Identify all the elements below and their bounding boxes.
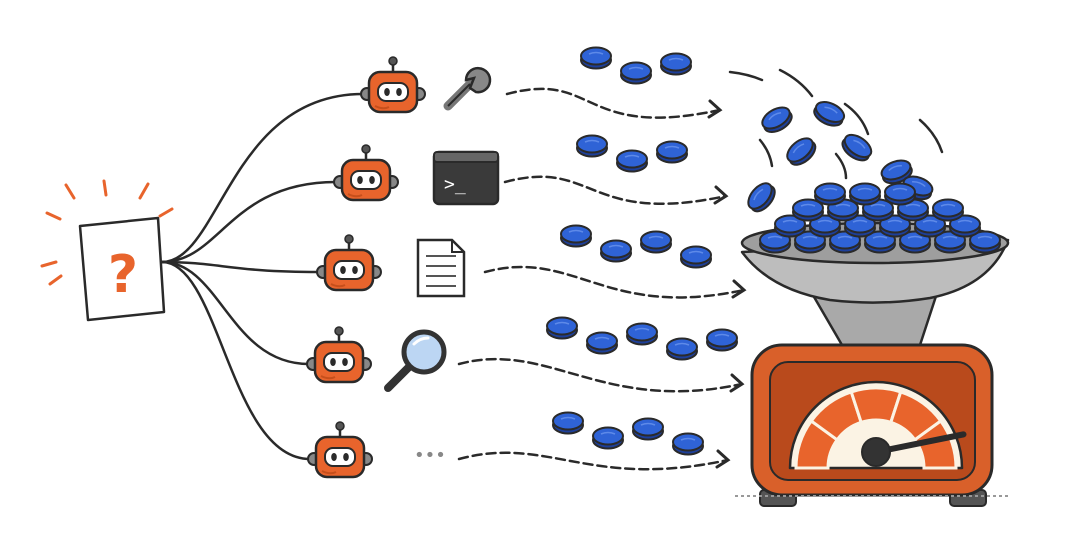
flow-path [483, 265, 746, 299]
robot-agent-icon [306, 420, 374, 479]
token-icon [592, 426, 624, 450]
agent-lane [305, 316, 745, 393]
falling-token-icon [782, 132, 821, 171]
token-icon [626, 322, 658, 346]
token-icon [620, 61, 652, 85]
robot-agent-icon [315, 233, 383, 292]
falling-token-icon [742, 178, 781, 217]
agent-lane [315, 224, 747, 299]
token-icon [706, 328, 738, 352]
branch-wire [160, 260, 311, 366]
token-icon [586, 331, 618, 355]
falling-token-icon [757, 102, 797, 138]
robot-agent-icon [359, 55, 427, 114]
robot-agent-icon [305, 325, 373, 384]
token-icon [616, 149, 648, 173]
pile-token-icon [884, 182, 916, 206]
arrow-head-icon [729, 373, 745, 393]
flow-path [505, 87, 722, 119]
token-icon [632, 417, 664, 441]
pile-token-icon [849, 182, 881, 206]
robot-agent-icon [332, 143, 400, 202]
alert-burst-icon [40, 179, 174, 286]
ellipsis-text: ••• [414, 445, 446, 466]
pile-token-icon [814, 182, 846, 206]
question-card: ? [40, 179, 174, 322]
agent-lane [359, 46, 723, 119]
arrow-head-icon [707, 99, 723, 119]
pile-token-icon [932, 198, 964, 222]
token-icon [580, 46, 612, 70]
agent-lane: >_ [332, 134, 729, 206]
token-icon [552, 411, 584, 435]
token-icon [660, 52, 692, 76]
document-icon [416, 238, 466, 298]
wrench-icon [443, 66, 492, 111]
terminal-icon: >_ [432, 150, 500, 206]
terminal-prompt: >_ [444, 174, 466, 195]
question-mark: ? [108, 245, 138, 305]
token-icon [576, 134, 608, 158]
ellipsis: ••• [414, 445, 446, 466]
token-icon [600, 239, 632, 263]
agent-branches [160, 92, 365, 461]
scale-dial [794, 386, 958, 470]
flow-path [457, 451, 730, 471]
falling-token-icon [810, 96, 849, 131]
agent-lane: ••• [306, 411, 731, 479]
token-icon [666, 337, 698, 361]
token-icon [546, 316, 578, 340]
agent-lanes: >_ ••• [305, 46, 747, 479]
branch-wire [160, 260, 321, 274]
arrow-head-icon [731, 279, 747, 299]
branch-wire [160, 260, 312, 461]
motion-lines [728, 68, 944, 180]
falling-token-icon [837, 129, 877, 166]
token-icon [672, 432, 704, 456]
token-icon [640, 230, 672, 254]
token-scale [735, 182, 1010, 507]
arrow-head-icon [713, 185, 729, 205]
pile-token-icon [792, 198, 824, 222]
branch-wire [160, 180, 338, 264]
flow-path [503, 175, 728, 205]
branch-wire [160, 92, 365, 264]
token-icon [680, 245, 712, 269]
magnifier-icon [384, 329, 447, 392]
token-icon [560, 224, 592, 248]
token-icon [656, 140, 688, 164]
flow-path [457, 357, 744, 393]
token-pile [759, 182, 1001, 254]
arrow-head-icon [715, 449, 731, 469]
